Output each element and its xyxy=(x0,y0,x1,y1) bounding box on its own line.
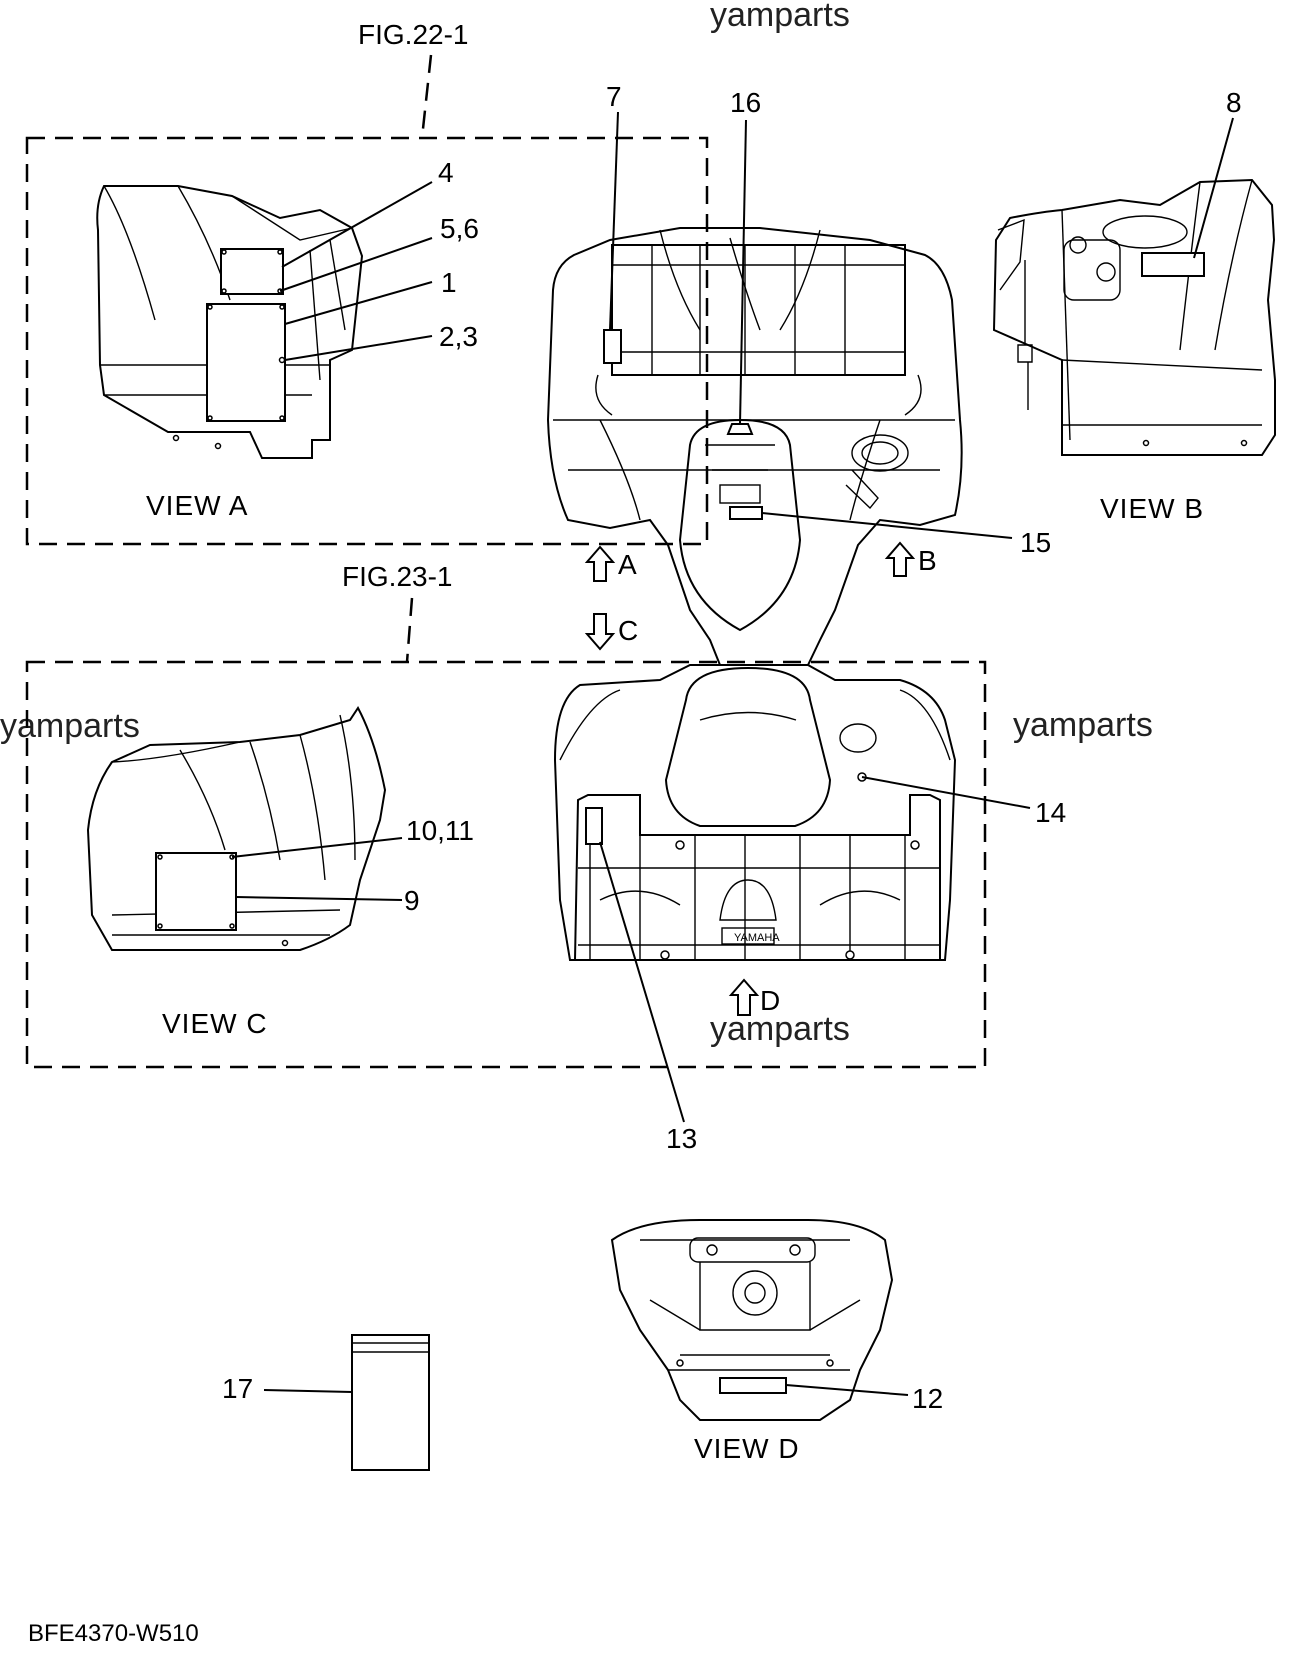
watermark-top: yamparts xyxy=(710,0,850,34)
view-arrow-b: B xyxy=(884,541,937,577)
fig-22-1-label: FIG.22-1 xyxy=(358,19,468,50)
decal-16 xyxy=(726,423,754,435)
view-b-label: VIEW B xyxy=(1100,493,1204,524)
callout-10-11: 10,11 xyxy=(406,815,474,846)
view-b-callouts: 8 xyxy=(1193,87,1242,259)
callout-13: 13 xyxy=(666,1123,697,1154)
watermark-right: yamparts xyxy=(1013,706,1153,744)
view-b-drawing: VIEW B xyxy=(992,178,1276,524)
decal-4 xyxy=(220,248,284,295)
callout-17: 17 xyxy=(222,1373,253,1404)
view-c-label: VIEW C xyxy=(162,1008,268,1039)
rear-fender-top-view: YAMAHA 14 13 xyxy=(553,664,1066,1154)
svg-text:A: A xyxy=(618,549,637,580)
front-fender-top-view xyxy=(546,227,963,666)
callout-7: 7 xyxy=(606,81,622,112)
view-a-label: VIEW A xyxy=(146,490,248,521)
view-d-drawing: VIEW D xyxy=(610,1219,894,1464)
callout-4: 4 xyxy=(438,157,454,188)
svg-text:B: B xyxy=(918,545,937,576)
callout-1: 1 xyxy=(441,267,457,298)
view-d-label: VIEW D xyxy=(694,1433,800,1464)
view-d-callouts: 12 xyxy=(785,1383,943,1414)
decal-13 xyxy=(585,807,603,845)
callout-15: 15 xyxy=(1020,527,1051,558)
watermark-bottom: yamparts xyxy=(710,1010,850,1048)
rear-callout-leaders xyxy=(599,776,1031,1123)
watermark-left: yamparts xyxy=(0,707,140,745)
item-17-label-sheet: 17 xyxy=(222,1334,430,1471)
svg-text:C: C xyxy=(618,615,638,646)
view-a-callouts: 4 5,6 1 2,3 xyxy=(279,157,479,361)
decal-8 xyxy=(1141,252,1205,277)
callout-16: 16 xyxy=(730,87,761,118)
fig-23-1-group: FIG.23-1 xyxy=(25,561,987,1069)
decal-7 xyxy=(603,329,622,364)
svg-text:D: D xyxy=(760,985,780,1016)
view-c-drawing: VIEW C xyxy=(86,706,387,1039)
callout-9: 9 xyxy=(404,885,420,916)
drawing-code: BFE4370-W510 xyxy=(28,1620,199,1647)
decal-12 xyxy=(719,1377,787,1394)
callout-8: 8 xyxy=(1226,87,1242,118)
front-callouts: 7 16 15 xyxy=(606,81,1051,558)
view-c-callouts: 10,11 9 xyxy=(231,815,474,916)
fig-22-1-group: FIG.22-1 xyxy=(25,19,709,546)
view-arrow-c: C xyxy=(584,613,638,651)
callout-2-3: 2,3 xyxy=(439,321,478,352)
decal-1 xyxy=(206,303,286,422)
decal-9 xyxy=(155,852,237,931)
callout-12: 12 xyxy=(912,1383,943,1414)
callout-14: 14 xyxy=(1035,797,1066,828)
fig-22-1-box xyxy=(25,136,709,546)
rack-brand-text: YAMAHA xyxy=(734,932,780,944)
fig-23-1-box xyxy=(25,660,987,1069)
view-arrow-d: D xyxy=(728,978,780,1016)
callout-5-6: 5,6 xyxy=(440,213,479,244)
view-arrow-a: A xyxy=(584,545,637,582)
decal-15 xyxy=(729,506,763,520)
fig-23-1-label: FIG.23-1 xyxy=(342,561,452,592)
